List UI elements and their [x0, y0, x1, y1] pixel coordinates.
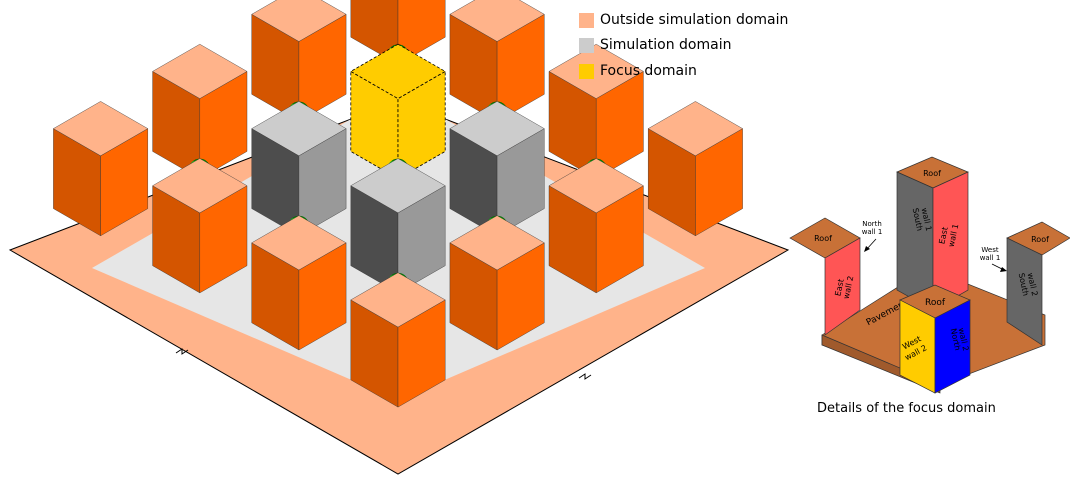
outside-building — [548, 158, 644, 294]
building-roof — [449, 0, 545, 42]
outside-building — [350, 272, 446, 408]
detail-caption: Details of the focus domain — [817, 401, 996, 416]
back-roof-label: Roof — [923, 169, 941, 178]
west-wall-1-callout-2: wall 1 — [980, 254, 1001, 262]
outside-building — [251, 215, 347, 351]
east-wall-2-label: East — [833, 278, 845, 297]
building-roof — [152, 43, 248, 99]
building-roof — [251, 101, 347, 157]
outside-building — [52, 101, 149, 237]
west-wall-1-callout: West — [981, 246, 998, 254]
north-wall-1-arrowhead — [864, 246, 870, 252]
building-roof — [548, 43, 644, 99]
focus-building — [349, 43, 447, 180]
outside-building — [647, 101, 744, 237]
building-roof — [449, 101, 545, 157]
north-wall-1-callout: North — [862, 220, 882, 228]
north-wall-2 — [934, 299, 971, 394]
front-roof-label: Roof — [925, 298, 946, 308]
building-roof — [251, 0, 347, 42]
outside-building — [152, 43, 248, 179]
simulation-building — [449, 101, 545, 237]
outside-building — [251, 0, 347, 122]
north-wall-1-callout-2: wall 1 — [862, 228, 883, 236]
legend-swatch-focus — [579, 64, 594, 79]
boundary-marker — [175, 348, 189, 355]
east-wall-2 — [824, 237, 861, 336]
simulation-building — [251, 101, 347, 237]
south-wall-2 — [1006, 237, 1043, 346]
boundary-marker — [578, 373, 592, 380]
left-roof-label: Roof — [814, 234, 832, 243]
legend-swatch-simulation — [579, 38, 594, 53]
west-wall-1-arrowhead — [1000, 267, 1007, 272]
building-roof — [647, 101, 744, 157]
building-roof — [548, 158, 644, 214]
legend-label-focus: Focus domain — [600, 63, 697, 79]
building-roof — [350, 272, 446, 328]
building-roof — [251, 215, 347, 271]
east-wall-1-label: East — [937, 226, 949, 245]
building-roof — [350, 158, 446, 214]
building-roof — [349, 43, 447, 100]
outside-building — [449, 0, 545, 122]
legend-swatch-outside — [579, 13, 594, 28]
east-wall-1 — [932, 171, 969, 311]
building-roof — [152, 158, 248, 214]
outside-building — [548, 43, 644, 179]
building-roof — [52, 101, 149, 157]
building-roof — [449, 215, 545, 271]
legend-label-simulation: Simulation domain — [600, 37, 732, 53]
simulation-building — [350, 158, 446, 294]
outside-building — [152, 158, 248, 294]
legend-label-outside: Outside simulation domain — [600, 12, 789, 28]
outside-building — [449, 215, 545, 351]
right-roof-label: Roof — [1031, 235, 1049, 244]
main-isometric-domain — [8, 0, 790, 475]
